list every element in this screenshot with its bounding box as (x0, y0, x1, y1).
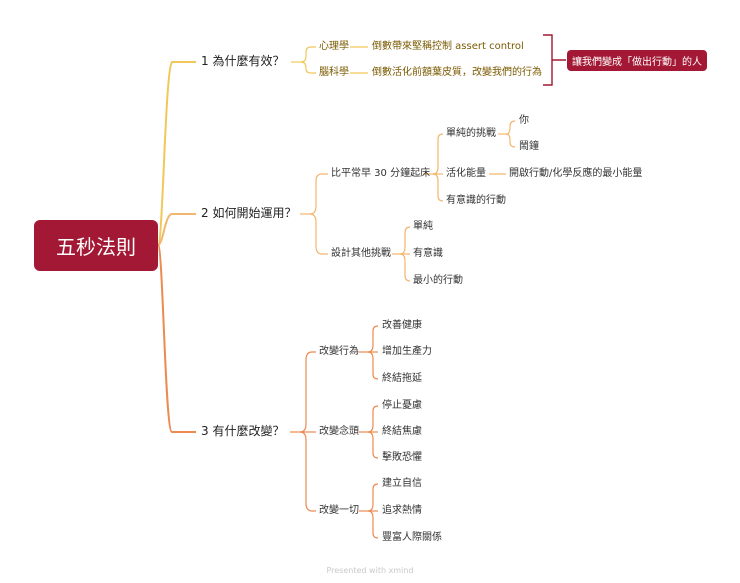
xmind-watermark: Presented with xmind (326, 566, 414, 575)
topic-pursue-passion[interactable]: 追求熱情 (382, 505, 422, 516)
topic-enrich-relationships[interactable]: 豐富人際關係 (382, 532, 442, 543)
topic-activation-energy[interactable]: 活化能量 (446, 168, 486, 179)
connector-central-branch2 (157, 213, 196, 246)
topic-change-everything[interactable]: 改變一切 (319, 505, 359, 516)
topic-design-challenges[interactable]: 設計其他挑戰 (331, 248, 391, 259)
connector-central-branch3 (157, 244, 196, 433)
topic-neuroscience[interactable]: 腦科學 (319, 67, 349, 78)
topic-conscious[interactable]: 有意識 (413, 248, 443, 259)
topic-end-anxiety[interactable]: 終結焦慮 (382, 426, 422, 437)
topic-increase-productivity[interactable]: 增加生產力 (382, 346, 432, 357)
topic-change-behavior[interactable]: 改變行為 (319, 346, 359, 357)
topic-simple[interactable]: 單純 (413, 221, 433, 232)
topic-build-confidence[interactable]: 建立自信 (382, 478, 422, 489)
topic-change-thoughts[interactable]: 改變念頭 (319, 426, 359, 437)
topic-neuroscience-detail[interactable]: 倒數活化前額葉皮質，改變我們的行為 (372, 67, 542, 78)
connector-central-branch1 (157, 61, 196, 246)
summary-bracket (543, 34, 566, 86)
topic-you[interactable]: 你 (519, 115, 529, 126)
branch-why-effective[interactable]: 1 為什麼有效？ (201, 54, 285, 68)
topic-smallest-action[interactable]: 最小的行動 (413, 275, 463, 286)
topic-conscious-action[interactable]: 有意識的行動 (446, 195, 506, 206)
branch-how-to-use[interactable]: 2 如何開始運用？ (201, 206, 297, 220)
central-topic[interactable]: 五秒法則 (34, 220, 158, 271)
topic-wake-early[interactable]: 比平常早 30 分鐘起床 (331, 168, 431, 179)
topic-activation-energy-detail[interactable]: 開啟行動/化學反應的最小能量 (509, 168, 643, 179)
topic-beat-fear[interactable]: 擊敗恐懼 (382, 452, 422, 463)
topic-psychology-detail[interactable]: 倒數帶來堅稱控制 assert control (372, 41, 524, 52)
summary-callout[interactable]: 讓我們變成「做出行動」的人 (567, 50, 707, 71)
topic-simple-challenge[interactable]: 單純的挑戰 (446, 128, 496, 139)
topic-end-procrastination[interactable]: 終結拖延 (382, 373, 422, 384)
branch-what-changes[interactable]: 3 有什麼改變？ (201, 424, 285, 438)
topic-stop-worrying[interactable]: 停止憂慮 (382, 400, 422, 411)
topic-improve-health[interactable]: 改善健康 (382, 320, 422, 331)
topic-alarm-clock[interactable]: 鬧鐘 (519, 141, 539, 152)
topic-psychology[interactable]: 心理學 (319, 41, 349, 52)
